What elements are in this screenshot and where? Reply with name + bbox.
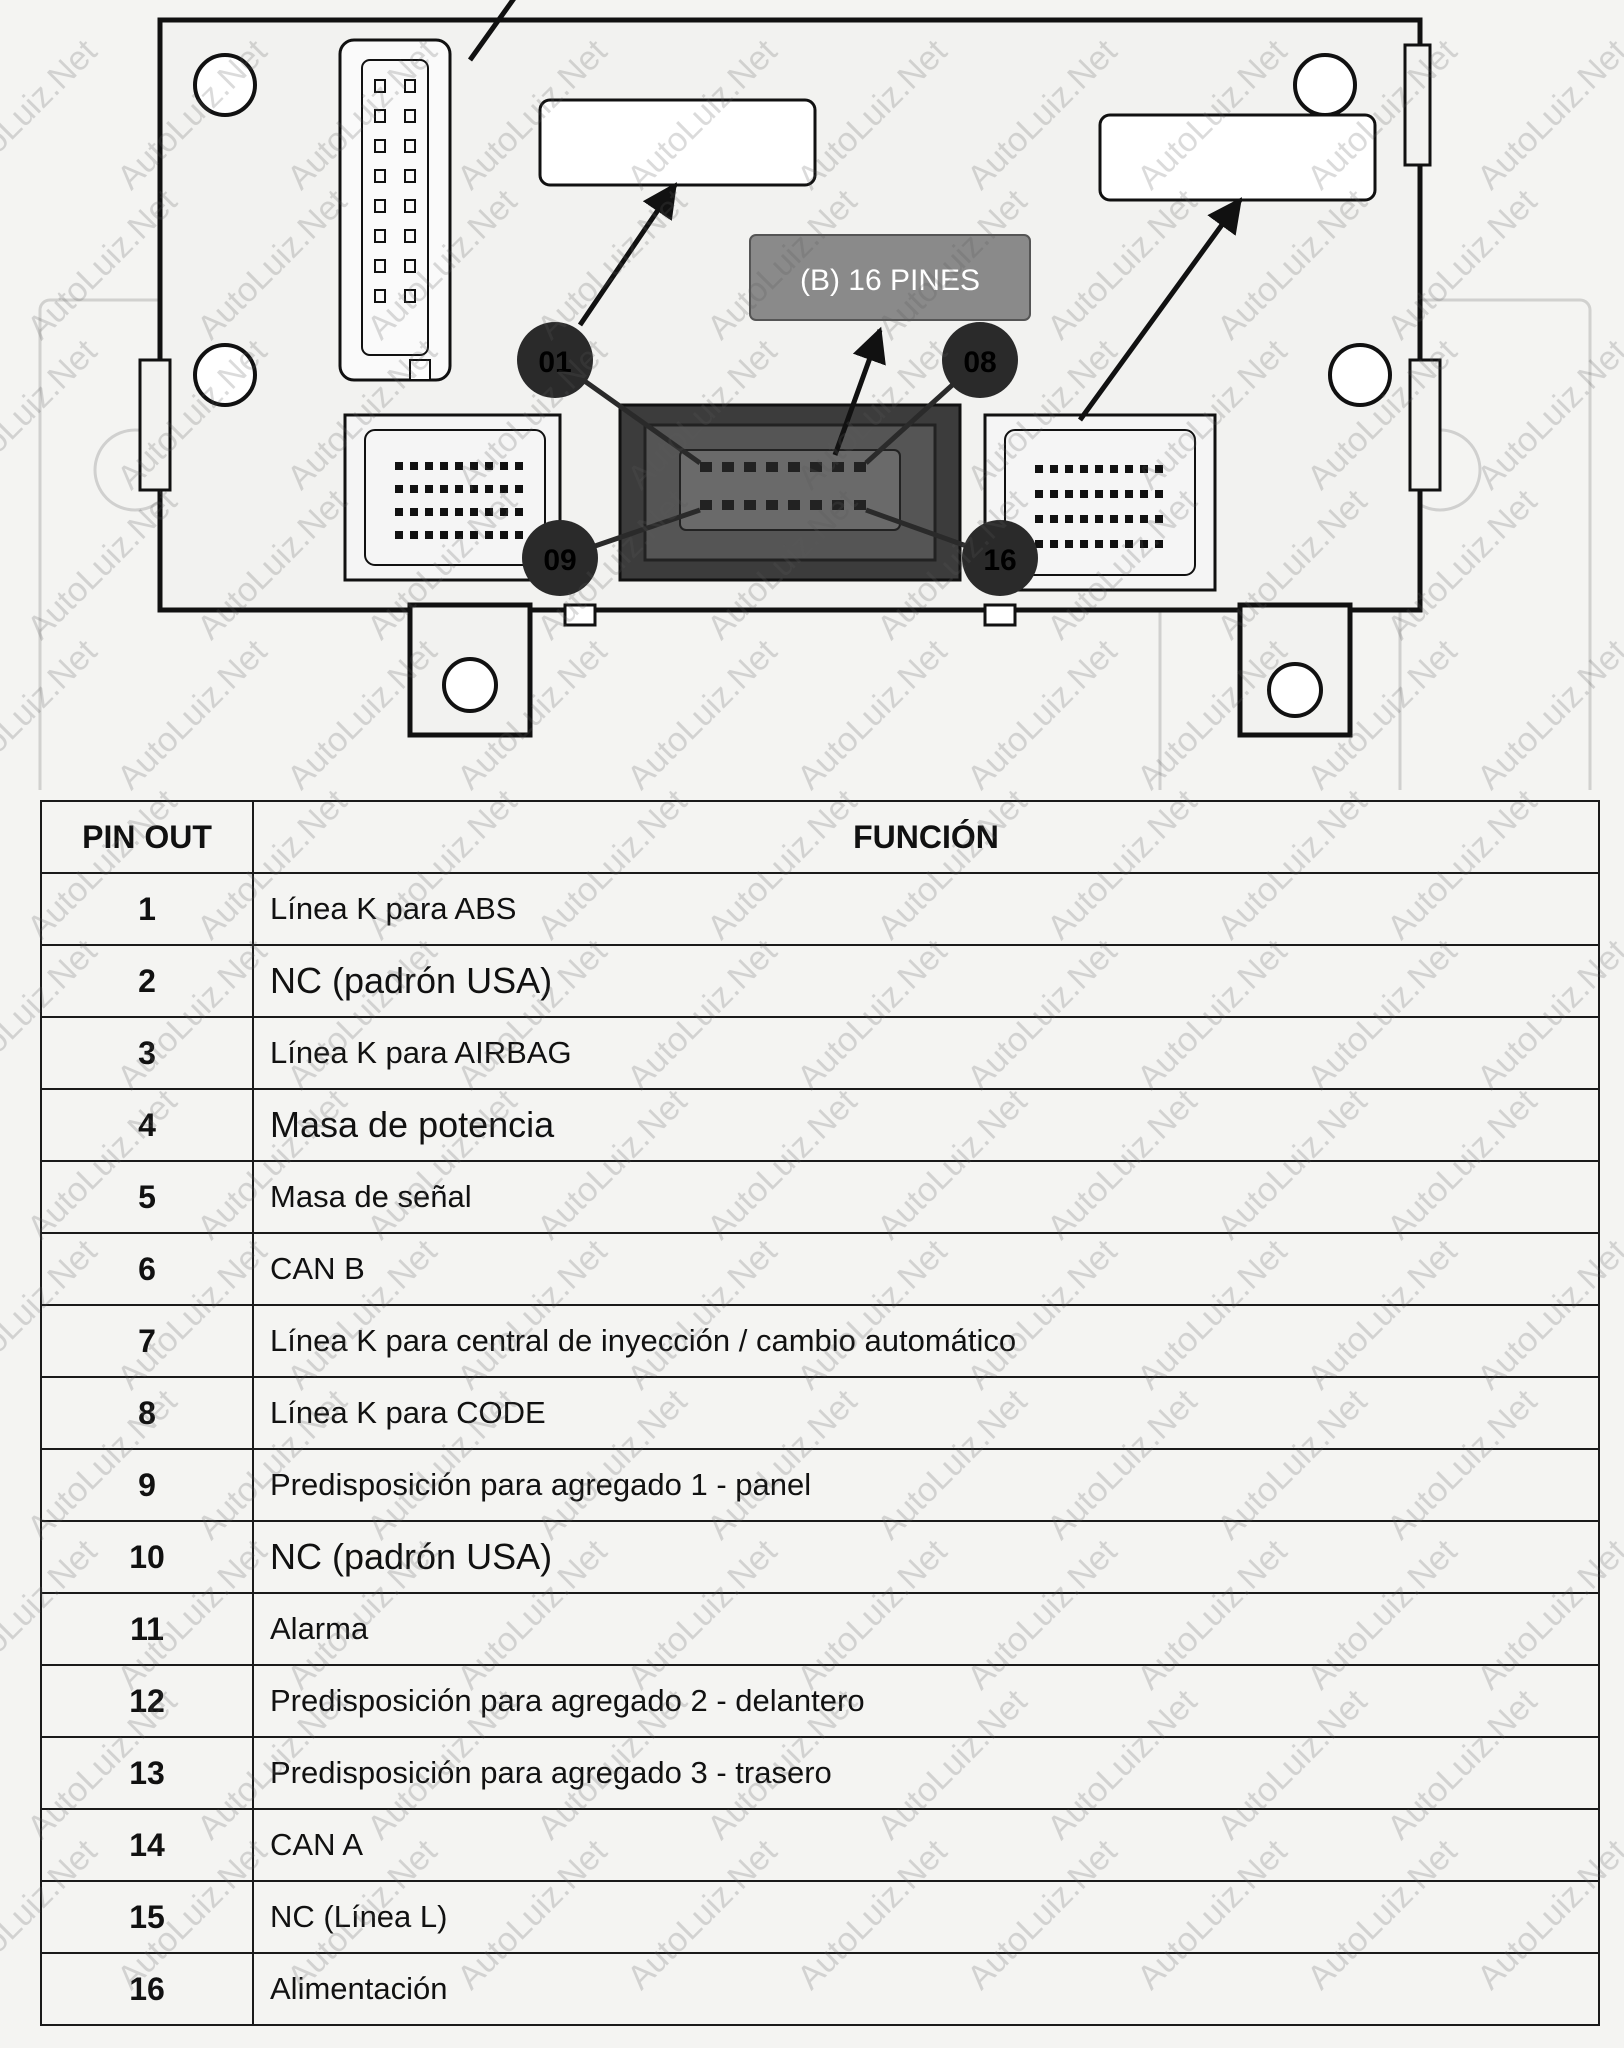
pin-number: 2 <box>40 944 254 1018</box>
diagnostic-connector-16-pin <box>618 403 962 582</box>
pin-function: Masa de señal <box>252 1160 1600 1234</box>
pin-function: Línea K para AIRBAG <box>252 1016 1600 1090</box>
mounting-hole <box>442 657 498 713</box>
pin-function: Alimentación <box>252 1952 1600 2026</box>
pin-number: 5 <box>40 1160 254 1234</box>
pin-number: 6 <box>40 1232 254 1306</box>
pin-marker-label: 08 <box>963 346 996 379</box>
mounting-hole <box>193 343 257 407</box>
pin-number: 15 <box>40 1880 254 1954</box>
pin-function: NC (padrón USA) <box>252 1520 1600 1594</box>
pin-marker: 01 <box>517 322 593 398</box>
pin-function: Masa de potencia <box>252 1088 1600 1162</box>
pin-marker: 08 <box>942 322 1018 398</box>
connector-callout-label: (B) 16 PINES <box>800 264 980 297</box>
mounting-hole <box>1328 343 1392 407</box>
mounting-hole <box>193 53 257 117</box>
pin-number: 14 <box>40 1808 254 1882</box>
label-slot-left <box>538 98 817 187</box>
vertical-connector <box>338 38 452 382</box>
pin-marker-label: 16 <box>983 544 1016 577</box>
pin-number: 9 <box>40 1448 254 1522</box>
pin-function: Alarma <box>252 1592 1600 1666</box>
pin-function: CAN B <box>252 1232 1600 1306</box>
pin-number: 10 <box>40 1520 254 1594</box>
pin-function: CAN A <box>252 1808 1600 1882</box>
pin-function: Predisposición para agregado 2 - delante… <box>252 1664 1600 1738</box>
pin-marker: 09 <box>522 520 598 596</box>
header-function: FUNCIÓN <box>252 800 1600 874</box>
label-slot-right <box>1098 113 1377 202</box>
pin-function: Predisposición para agregado 1 - panel <box>252 1448 1600 1522</box>
pin-number: 8 <box>40 1376 254 1450</box>
connector-callout: (B) 16 PINES <box>749 234 1031 321</box>
pin-function: Predisposición para agregado 3 - trasero <box>252 1736 1600 1810</box>
pin-function: Línea K para CODE <box>252 1376 1600 1450</box>
right-connector <box>983 413 1217 592</box>
connector-diagram: (B) 16 PINES 01 08 09 16 <box>38 0 1592 790</box>
mounting-hole <box>1293 53 1357 117</box>
pin-marker: 16 <box>962 520 1038 596</box>
table-header-row: PIN OUT FUNCIÓN <box>40 800 1600 874</box>
pin-number: 16 <box>40 1952 254 2026</box>
pin-number: 12 <box>40 1664 254 1738</box>
mounting-hole <box>1267 662 1323 718</box>
pin-number: 4 <box>40 1088 254 1162</box>
pin-marker-label: 01 <box>538 346 571 379</box>
pin-function: NC (Línea L) <box>252 1880 1600 1954</box>
pin-function: NC (padrón USA) <box>252 944 1600 1018</box>
pin-number: 13 <box>40 1736 254 1810</box>
pin-function: Línea K para ABS <box>252 872 1600 946</box>
pin-number: 11 <box>40 1592 254 1666</box>
pin-number: 3 <box>40 1016 254 1090</box>
pin-number: 7 <box>40 1304 254 1378</box>
pointer-arrows <box>467 0 1243 456</box>
header-pin-out: PIN OUT <box>40 800 254 874</box>
pin-function: Línea K para central de inyección / camb… <box>252 1304 1600 1378</box>
pin-number: 1 <box>40 872 254 946</box>
pin-marker-label: 09 <box>543 544 576 577</box>
